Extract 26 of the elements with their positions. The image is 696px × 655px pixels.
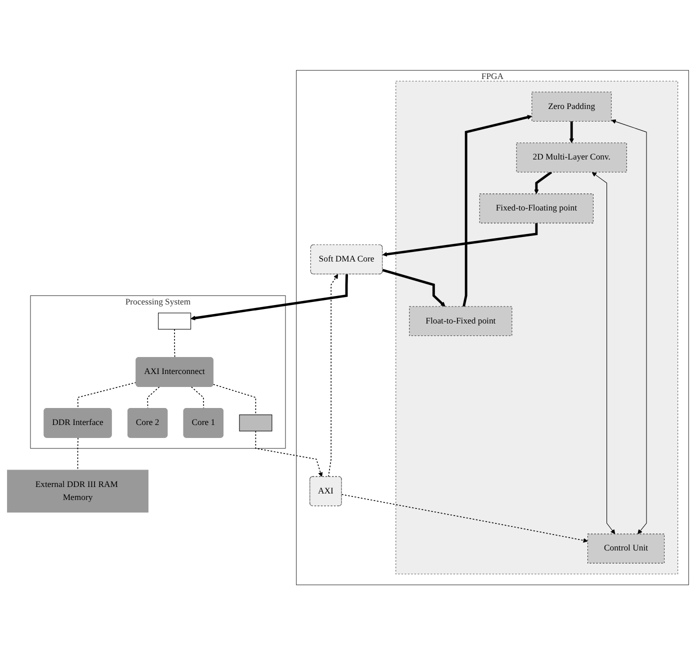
arrow: [611, 119, 647, 534]
arrow: [462, 114, 532, 307]
connector: [77, 382, 137, 409]
arrow: [255, 430, 323, 477]
arrow: [569, 121, 574, 144]
node-box: Zero Padding: [532, 92, 612, 122]
node-box: Control Unit: [587, 534, 665, 564]
arrow: [534, 171, 552, 194]
node-box: External DDR III RAM Memory: [7, 470, 148, 512]
arrow: [382, 222, 538, 256]
arrow: [592, 172, 616, 534]
node-box: 2D Multi-Layer Conv.: [516, 142, 627, 172]
arrow: [341, 494, 588, 543]
node-box: Fixed-to-Floating point: [479, 193, 594, 224]
node-box: [239, 414, 272, 432]
arrow: [190, 274, 348, 320]
connector: [77, 437, 78, 470]
connector: [190, 386, 204, 409]
connector: [174, 328, 176, 358]
connector: [147, 386, 160, 409]
connector: [212, 384, 256, 416]
cluster: [396, 80, 678, 574]
node-box: Float-to-Fixed point: [409, 306, 512, 336]
node-box: [158, 312, 192, 330]
arrow: [328, 274, 338, 478]
arrow: [382, 268, 446, 307]
